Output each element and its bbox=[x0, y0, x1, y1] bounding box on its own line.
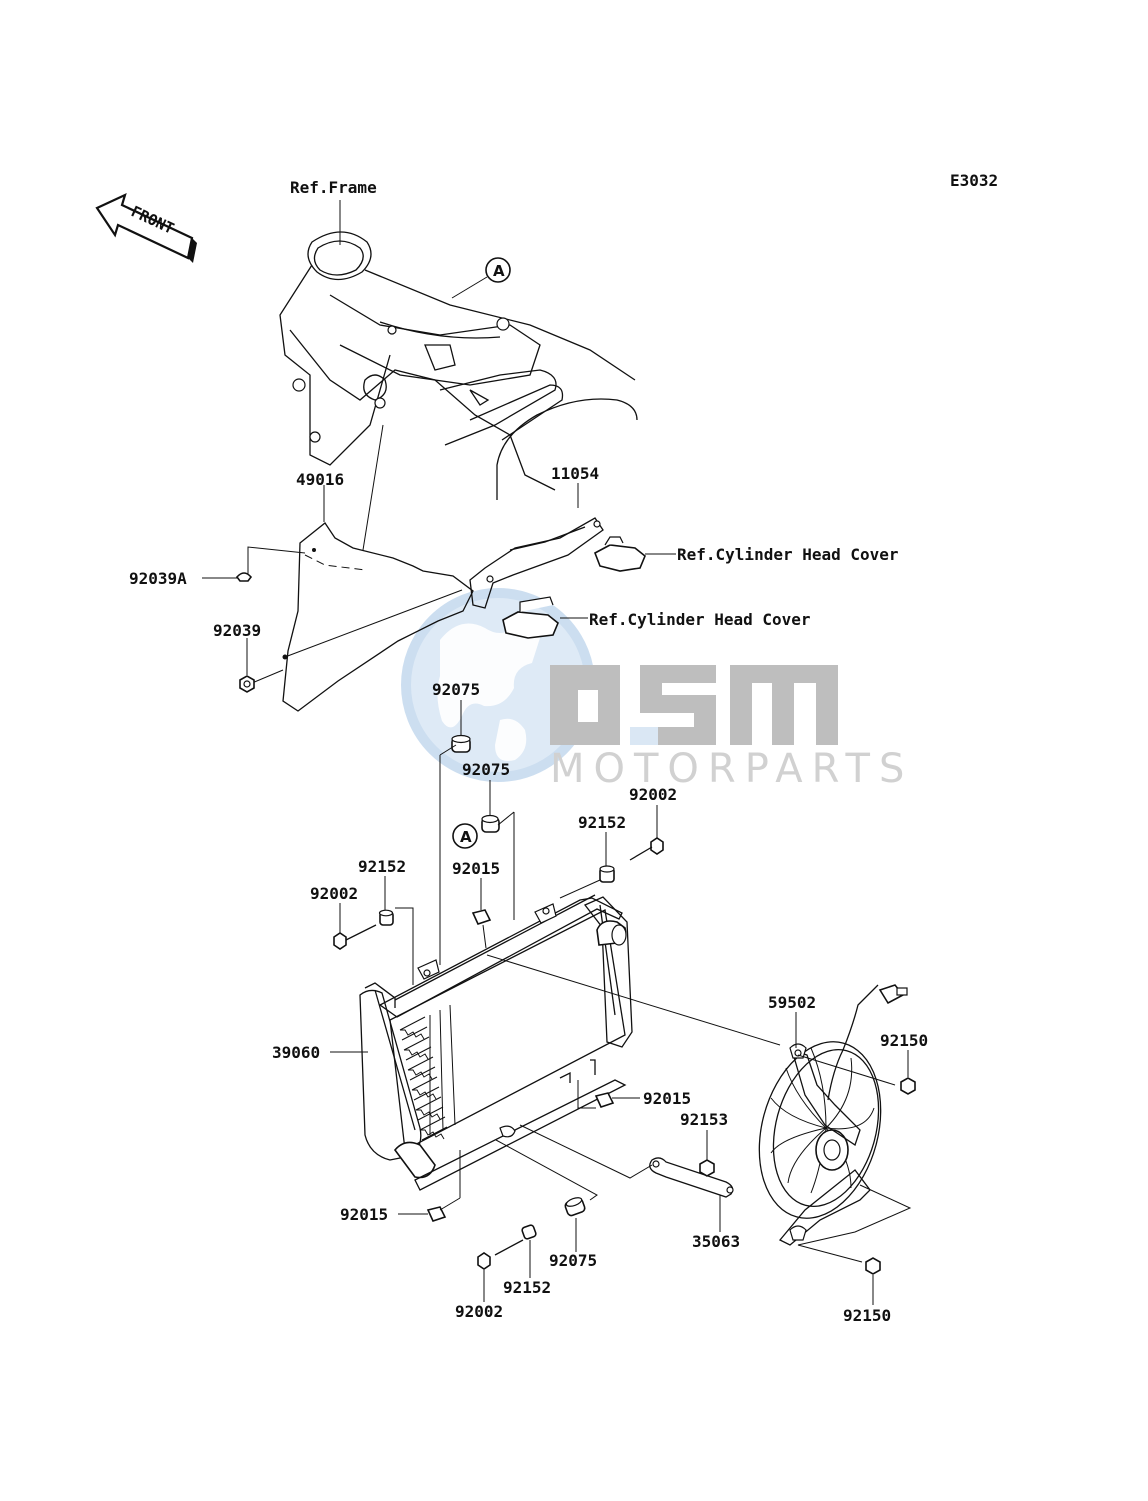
cylinder-head-cover-ref-1: Ref.Cylinder Head Cover bbox=[593, 536, 899, 572]
watermark-tagline: MOTORPARTS bbox=[550, 746, 913, 792]
part-39060-label: 39060 bbox=[272, 1043, 320, 1062]
clip-92015-c: 92015 bbox=[340, 1150, 461, 1224]
shroud-49016: 49016 bbox=[282, 424, 474, 712]
svg-text:A: A bbox=[460, 828, 472, 846]
nut-92153: 92153 bbox=[680, 1110, 728, 1177]
part-92002-c-label: 92002 bbox=[455, 1302, 503, 1321]
part-92015-a-label: 92015 bbox=[452, 859, 500, 878]
svg-text:A: A bbox=[493, 262, 505, 280]
collar-92152-b: 92152 bbox=[358, 857, 414, 985]
ref-cylinder-head-cover-1-label: Ref.Cylinder Head Cover bbox=[677, 545, 899, 564]
fastener-92039: 92039 bbox=[213, 621, 284, 693]
watermark: MOTORPARTS bbox=[401, 588, 913, 792]
ref-cylinder-head-cover-2-label: Ref.Cylinder Head Cover bbox=[589, 610, 811, 629]
clip-92015-b: 92015 bbox=[577, 1080, 691, 1109]
radiator-39060: 39060 bbox=[272, 894, 633, 1191]
part-35063-label: 35063 bbox=[692, 1232, 740, 1251]
cylinder-head-cover-ref-2: Ref.Cylinder Head Cover bbox=[502, 596, 811, 639]
part-59502-label: 59502 bbox=[768, 993, 816, 1012]
front-arrow-icon: FRONT bbox=[95, 192, 197, 263]
fastener-92039A: 92039A bbox=[129, 546, 306, 588]
part-92015-c-label: 92015 bbox=[340, 1205, 388, 1224]
callout-a-lower: A bbox=[452, 823, 478, 849]
bracket-11054: 11054 bbox=[469, 464, 604, 609]
leader-fan bbox=[486, 954, 781, 1046]
collar-92152-a: 92152 bbox=[559, 813, 626, 899]
part-92150-b-label: 92150 bbox=[843, 1306, 891, 1325]
fan-59502: 59502 bbox=[758, 984, 908, 1246]
grommet-92075-a: 92075 bbox=[432, 680, 480, 753]
bolt-92150-a: 92150 bbox=[797, 1031, 928, 1095]
part-92002-b-label: 92002 bbox=[310, 884, 358, 903]
leader-stay bbox=[519, 1124, 653, 1179]
part-49016-label: 49016 bbox=[296, 470, 344, 489]
radiator-fins bbox=[399, 1004, 456, 1141]
part-92150-a-label: 92150 bbox=[880, 1031, 928, 1050]
watermark-logo bbox=[550, 665, 838, 745]
leader-grommet-b2 bbox=[497, 811, 515, 826]
part-92152-c-label: 92152 bbox=[503, 1278, 551, 1297]
part-92153-label: 92153 bbox=[680, 1110, 728, 1129]
ref-frame-label: Ref.Frame bbox=[290, 178, 377, 197]
part-92039A-label: 92039A bbox=[129, 569, 187, 588]
grommet-92075-c: 92075 bbox=[549, 1197, 597, 1270]
bolt-92002-b: 92002 bbox=[310, 884, 377, 950]
part-92002-a-label: 92002 bbox=[629, 785, 677, 804]
collar-92152-c: 92152 bbox=[494, 1224, 551, 1297]
leader-grommet-a2 bbox=[439, 744, 457, 756]
part-92152-a-label: 92152 bbox=[578, 813, 626, 832]
part-92152-b-label: 92152 bbox=[358, 857, 406, 876]
watermark-continents bbox=[437, 623, 540, 761]
callout-a-top: A bbox=[451, 257, 511, 299]
diagram-code: E3032 bbox=[950, 171, 998, 190]
part-92039-label: 92039 bbox=[213, 621, 261, 640]
leader-bottom-stack bbox=[495, 1139, 598, 1201]
part-92075-c-label: 92075 bbox=[549, 1251, 597, 1270]
stay-35063: 35063 bbox=[649, 1157, 740, 1251]
part-92075-a-label: 92075 bbox=[432, 680, 480, 699]
part-92075-b-label: 92075 bbox=[462, 760, 510, 779]
clip-92015-a: 92015 bbox=[452, 859, 500, 949]
part-11054-label: 11054 bbox=[551, 464, 599, 483]
bolt-92002-a: 92002 bbox=[629, 785, 677, 861]
part-92015-b-label: 92015 bbox=[643, 1089, 691, 1108]
bolt-92150-b: 92150 bbox=[797, 1184, 912, 1325]
grommet-92075-b: 92075 bbox=[462, 760, 510, 833]
bolt-92002-c: 92002 bbox=[455, 1252, 503, 1321]
frame-drawing: Ref.Frame bbox=[279, 178, 638, 500]
